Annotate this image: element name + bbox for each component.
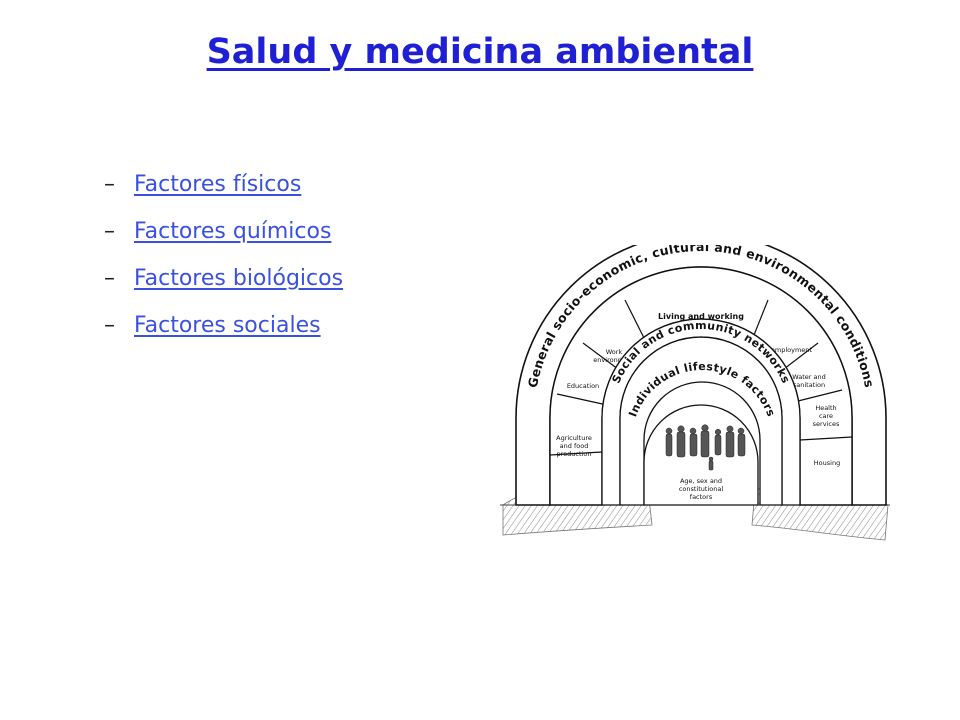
segment-agriculture-1: Agriculture	[556, 434, 592, 442]
segment-housing: Housing	[814, 459, 840, 467]
bullet-dash: –	[104, 219, 115, 244]
people-figures	[665, 424, 746, 471]
segment-water-2: sanitation	[793, 381, 825, 389]
list-item: –Factores biológicos	[104, 266, 343, 313]
core-label-line2: constitutional	[679, 485, 724, 493]
slide-title-link[interactable]: Salud y medicina ambiental	[206, 32, 754, 72]
list-item: –Factores físicos	[104, 172, 343, 219]
lifestyle-band-shape	[619, 336, 783, 506]
living-label-line1: Living and working	[658, 312, 744, 321]
determinants-of-health-diagram: General socio-economic, cultural and env…	[500, 245, 890, 541]
segment-water-1: Water and	[792, 373, 826, 381]
link-factores-sociales[interactable]: Factores sociales	[134, 313, 321, 338]
segment-agriculture-3: production	[557, 450, 592, 458]
segment-unemployment: Unemployment	[762, 346, 812, 354]
list-item: –Factores químicos	[104, 219, 343, 266]
segment-agriculture-2: and food	[560, 442, 589, 450]
segment-work-2: environment	[593, 356, 635, 364]
list-item: –Factores sociales	[104, 313, 343, 360]
link-factores-quimicos[interactable]: Factores químicos	[134, 219, 332, 244]
segment-labels: Agriculture and food production Educatio…	[556, 346, 840, 467]
segment-work-1: Work	[606, 348, 623, 356]
link-list: –Factores físicos –Factores químicos –Fa…	[104, 172, 343, 360]
segment-health-3: services	[813, 420, 840, 428]
segment-health-2: care	[819, 412, 833, 420]
bullet-dash: –	[104, 266, 115, 291]
core-label-line3: factors	[690, 493, 713, 501]
bullet-dash: –	[104, 172, 115, 197]
slide-title-container: Salud y medicina ambiental	[0, 32, 960, 72]
link-factores-fisicos[interactable]: Factores físicos	[134, 172, 302, 197]
segment-education: Education	[567, 382, 599, 390]
core-label-line1: Age, sex and	[680, 477, 722, 485]
bullet-dash: –	[104, 313, 115, 338]
segment-health-1: Health	[815, 404, 836, 412]
link-factores-biologicos[interactable]: Factores biológicos	[134, 266, 344, 291]
